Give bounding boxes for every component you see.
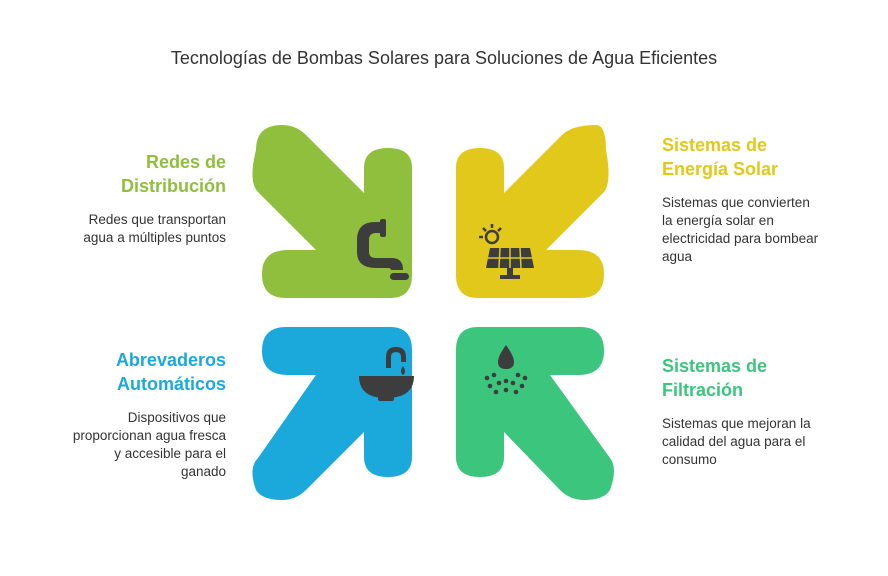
heading-line: Sistemas de bbox=[662, 135, 768, 155]
heading-line: Energía Solar bbox=[662, 159, 779, 179]
item-distribution-heading: Redes de Distribución bbox=[26, 150, 226, 198]
desc-line: agua a múltiples puntos bbox=[83, 230, 226, 245]
diagram-title: Tecnologías de Bombas Solares para Soluc… bbox=[170, 48, 718, 68]
arrow-shape-distribution bbox=[252, 125, 412, 298]
desc-line: Sistemas que mejoran la bbox=[662, 416, 811, 431]
item-solar-description: Sistemas que convierten la energía solar… bbox=[662, 194, 872, 266]
desc-line: Dispositivos que bbox=[127, 410, 226, 425]
desc-line: agua bbox=[662, 249, 693, 264]
arrow-shape-solar bbox=[456, 125, 609, 298]
item-filtration-heading: Sistemas de Filtración bbox=[662, 354, 872, 402]
desc-line: ganado bbox=[180, 464, 226, 479]
heading-line: Redes de bbox=[145, 152, 226, 172]
trough-faucet-icon bbox=[359, 347, 414, 401]
desc-line: y accesible para el bbox=[114, 446, 226, 461]
heading-line: Abrevaderos bbox=[115, 350, 226, 370]
item-solar: Sistemas de Energía Solar Sistemas que c… bbox=[662, 133, 872, 266]
item-solar-heading: Sistemas de Energía Solar bbox=[662, 133, 872, 181]
arrow-shape-filtration bbox=[456, 327, 614, 500]
solar-panel-sun-icon bbox=[479, 224, 534, 279]
desc-line: consumo bbox=[662, 452, 717, 467]
desc-line: Redes que transportan bbox=[88, 212, 226, 227]
item-troughs: Abrevaderos Automáticos Dispositivos que… bbox=[16, 348, 226, 481]
arrow-troughs bbox=[252, 327, 414, 500]
desc-line: proporcionan agua fresca bbox=[72, 428, 226, 443]
arrow-distribution bbox=[252, 125, 412, 298]
heading-line: Automáticos bbox=[116, 374, 226, 394]
water-drop-filter-icon bbox=[484, 345, 528, 395]
desc-line: calidad del agua para el bbox=[662, 434, 806, 449]
pipe-faucet-icon bbox=[357, 219, 409, 280]
item-filtration: Sistemas de Filtración Sistemas que mejo… bbox=[662, 354, 872, 469]
desc-line: Sistemas que convierten bbox=[662, 195, 810, 210]
item-distribution-description: Redes que transportan agua a múltiples p… bbox=[26, 211, 226, 247]
item-troughs-description: Dispositivos que proporcionan agua fresc… bbox=[16, 409, 226, 481]
arrow-shape-troughs bbox=[252, 327, 412, 500]
heading-line: Sistemas de bbox=[662, 356, 768, 376]
heading-line: Filtración bbox=[662, 380, 744, 400]
heading-line: Distribución bbox=[120, 176, 226, 196]
item-filtration-description: Sistemas que mejoran la calidad del agua… bbox=[662, 415, 872, 469]
desc-line: electricidad para bombear bbox=[662, 231, 819, 246]
desc-line: la energía solar en bbox=[662, 213, 774, 228]
arrow-filtration bbox=[456, 327, 614, 500]
item-distribution: Redes de Distribución Redes que transpor… bbox=[26, 150, 226, 247]
item-troughs-heading: Abrevaderos Automáticos bbox=[16, 348, 226, 396]
arrow-solar bbox=[456, 125, 609, 298]
